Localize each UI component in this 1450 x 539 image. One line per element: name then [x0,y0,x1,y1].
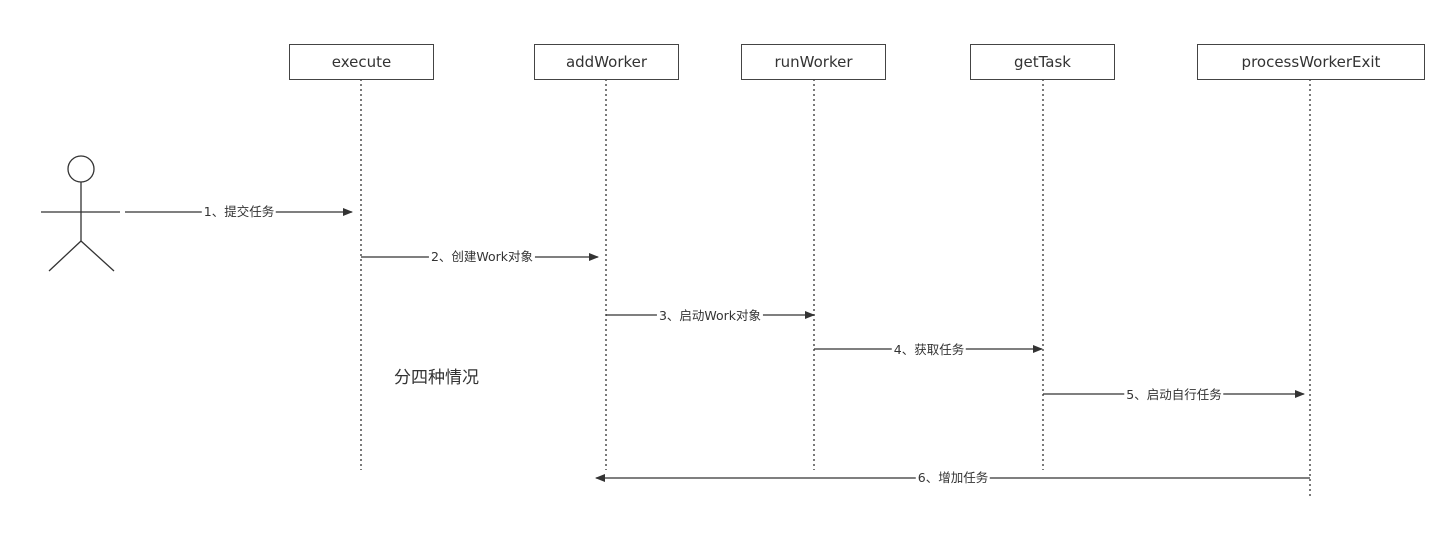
message-label-3: 3、启动Work对象 [656,308,764,324]
message-label-5: 5、启动自行任务 [1124,387,1224,403]
actor-figure [41,155,120,272]
participant-runWorker: runWorker [741,44,886,80]
participant-label: addWorker [565,53,648,71]
participant-execute: execute [289,44,434,80]
participant-addWorker: addWorker [534,44,679,80]
message-label-2: 2、创建Work对象 [428,249,536,265]
participant-label: processWorkerExit [1241,53,1381,71]
participant-getTask: getTask [970,44,1115,80]
message-label-1: 1、提交任务 [201,204,277,220]
participant-processWorkerExit: processWorkerExit [1197,44,1425,80]
participant-label: execute [331,53,392,71]
message-label-4: 4、获取任务 [891,342,967,358]
note-text: 分四种情况 [394,368,479,388]
participant-label: getTask [1013,53,1071,71]
message-label-6: 6、增加任务 [915,470,991,486]
participant-label: runWorker [774,53,853,71]
